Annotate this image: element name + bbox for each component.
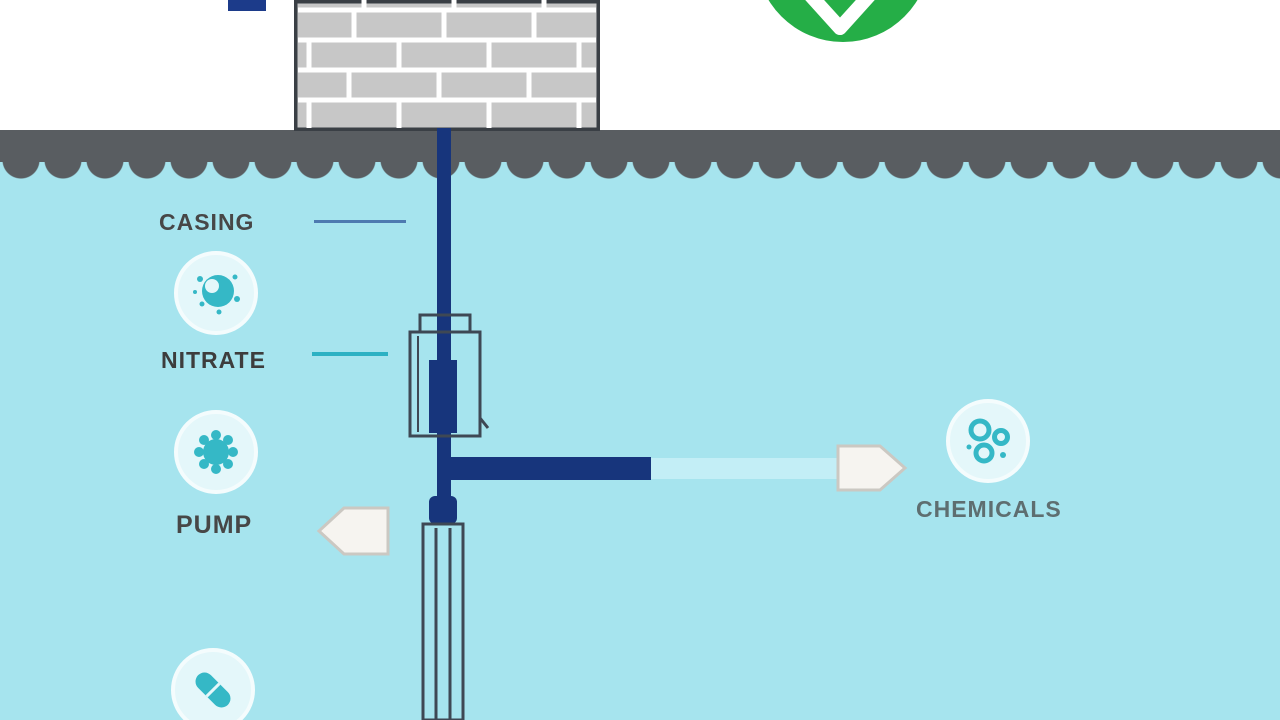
- capsule-icon: [171, 648, 255, 720]
- wellhead-brick-structure: [294, 0, 600, 131]
- blue-square-decoration: [228, 0, 266, 11]
- casing-label: CASING: [159, 209, 255, 235]
- nitrate-leader-line: [312, 352, 388, 356]
- submersible-pump: [421, 496, 465, 720]
- check-icon: [805, 0, 875, 35]
- ground-band: [0, 130, 1280, 162]
- molecules-icon: [946, 399, 1030, 483]
- flow-arrow-right-icon: [836, 444, 908, 492]
- bacteria-icon: [174, 251, 258, 335]
- check-badge: [756, 0, 930, 42]
- ground-scalloped-edge: [0, 160, 1280, 182]
- nitrate-label: NITRATE: [161, 347, 266, 373]
- discharge-pipe-dark: [437, 457, 651, 480]
- casing-leader-line: [314, 220, 406, 223]
- pump-label: PUMP: [176, 511, 253, 539]
- microbe-icon: [174, 410, 258, 494]
- pump-cap: [429, 496, 457, 524]
- pump-housing: [408, 313, 490, 438]
- flow-arrow-left-icon: [316, 506, 390, 556]
- discharge-pipe-light: [651, 458, 839, 479]
- pump-motor: [429, 360, 457, 433]
- chemicals-label: CHEMICALS: [916, 496, 1062, 522]
